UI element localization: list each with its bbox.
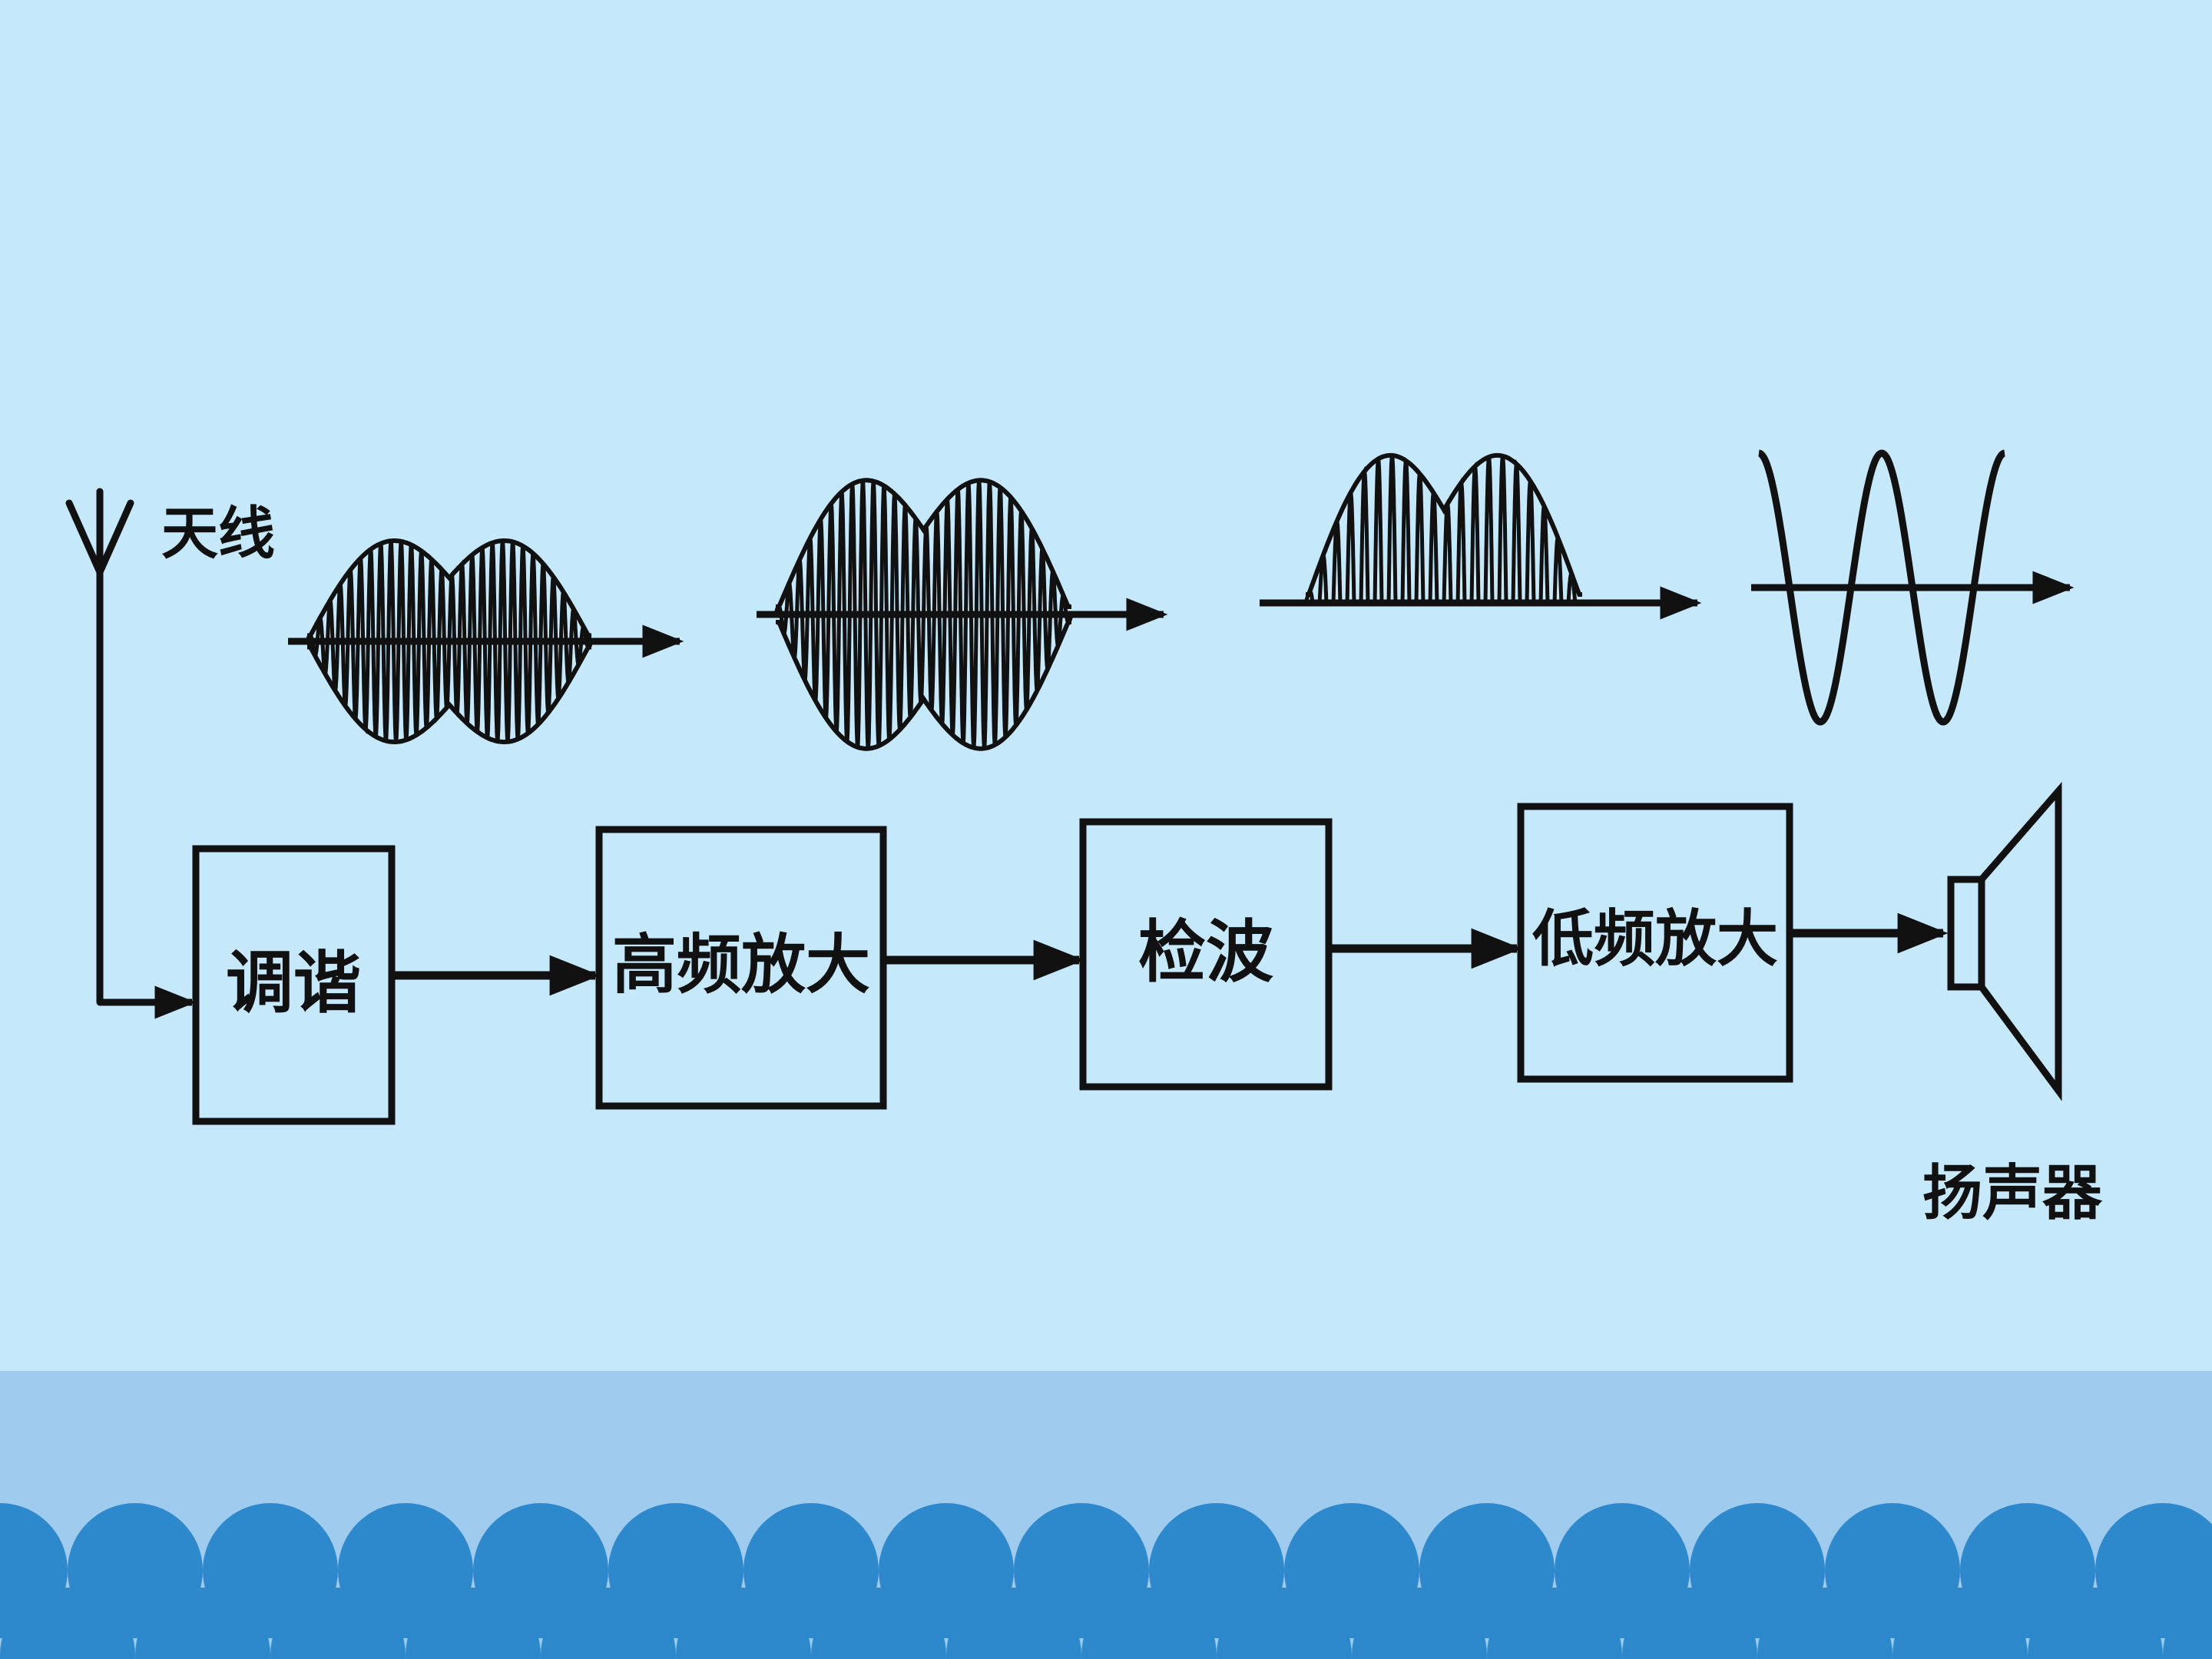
waveform-am-received <box>288 538 684 744</box>
waveform-detected <box>1260 452 1702 620</box>
speaker-icon <box>1947 781 2062 1101</box>
block-detector-label: 检波 <box>1138 912 1273 992</box>
waveform-am-amplified <box>757 478 1168 751</box>
signal-flow-arrows <box>392 912 1949 996</box>
block-rf-amp-label: 高频放大 <box>612 927 870 1002</box>
waveform-audio <box>1751 449 2075 726</box>
block-tuning-label: 调谐 <box>226 943 361 1022</box>
antenna-label: 天线 <box>161 501 275 567</box>
scallop-decoration <box>0 1503 2212 1659</box>
block-af-amp-label: 低频放大 <box>1532 903 1778 975</box>
block-tuning <box>192 845 396 1125</box>
antenna-icon <box>65 488 134 1006</box>
speaker-label: 扬声器 <box>1922 1159 2103 1228</box>
